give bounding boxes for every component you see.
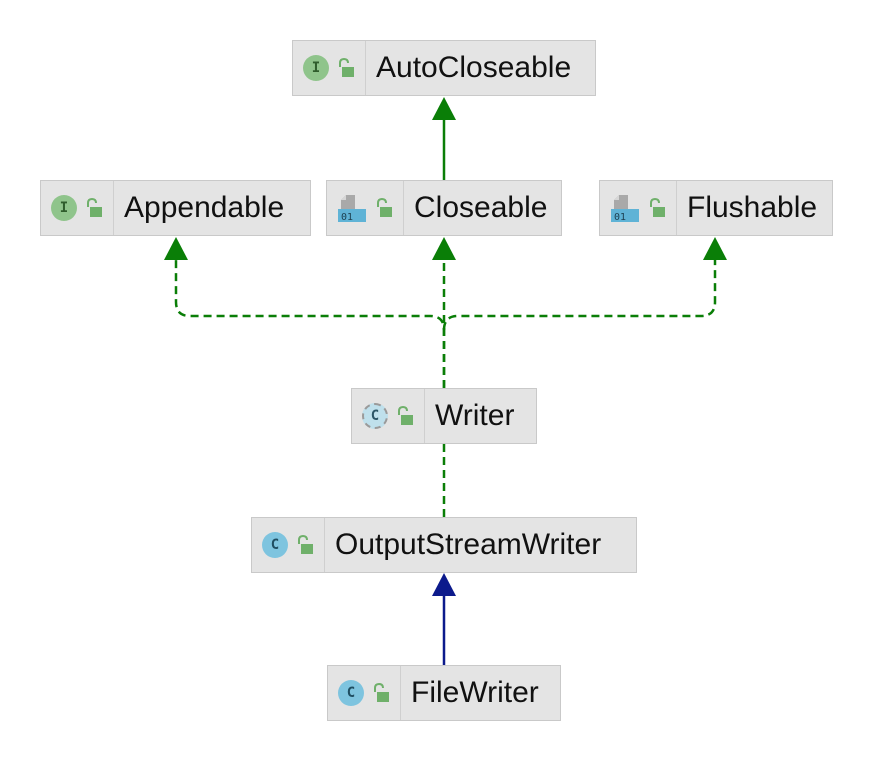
node-autocloseable[interactable]: I AutoCloseable xyxy=(292,40,596,96)
abstract-class-icon: C xyxy=(362,403,388,429)
unlocked-padlock-icon xyxy=(374,683,389,702)
arrowhead-closeable xyxy=(432,237,456,260)
node-icons: C xyxy=(328,666,401,720)
edge-writer-flushable xyxy=(442,258,717,331)
node-icons: C xyxy=(352,389,425,443)
unlocked-padlock-icon xyxy=(298,535,313,554)
node-icons: 01 xyxy=(327,181,404,235)
node-label: Appendable xyxy=(124,191,285,224)
node-filewriter[interactable]: C FileWriter xyxy=(327,665,561,721)
svg-text:01: 01 xyxy=(341,212,353,223)
class-file-icon: 01 xyxy=(611,195,639,223)
unlocked-padlock-icon xyxy=(398,406,413,425)
arrowhead-flushable xyxy=(703,237,727,260)
node-appendable[interactable]: I Appendable xyxy=(40,180,311,236)
node-label: FileWriter xyxy=(411,676,539,709)
unlocked-padlock-icon xyxy=(87,198,102,217)
node-icons: I xyxy=(41,181,114,235)
interface-icon: I xyxy=(51,195,77,221)
interface-icon: I xyxy=(303,55,329,81)
node-label: Closeable xyxy=(414,191,548,224)
node-outputstreamwriter[interactable]: C OutputStreamWriter xyxy=(251,517,637,573)
unlocked-padlock-icon xyxy=(377,198,392,217)
node-closeable[interactable]: 01 Closeable xyxy=(326,180,562,236)
node-icons: I xyxy=(293,41,366,95)
unlocked-padlock-icon xyxy=(650,198,665,217)
node-label: Flushable xyxy=(687,191,818,224)
class-file-icon: 01 xyxy=(338,195,366,223)
node-label: OutputStreamWriter xyxy=(335,528,602,561)
class-icon: C xyxy=(262,532,288,558)
node-icons: C xyxy=(252,518,325,572)
node-label: Writer xyxy=(435,399,515,432)
arrowhead-outputstreamwriter xyxy=(432,573,456,596)
node-label: AutoCloseable xyxy=(376,51,572,84)
svg-text:01: 01 xyxy=(614,212,626,223)
arrowhead-autocloseable xyxy=(432,97,456,120)
node-writer[interactable]: C Writer xyxy=(351,388,537,444)
class-icon: C xyxy=(338,680,364,706)
node-icons: 01 xyxy=(600,181,677,235)
edge-writer-appendable xyxy=(174,258,446,388)
node-flushable[interactable]: 01 Flushable xyxy=(599,180,833,236)
unlocked-padlock-icon xyxy=(339,58,354,77)
arrowhead-appendable xyxy=(164,237,188,260)
